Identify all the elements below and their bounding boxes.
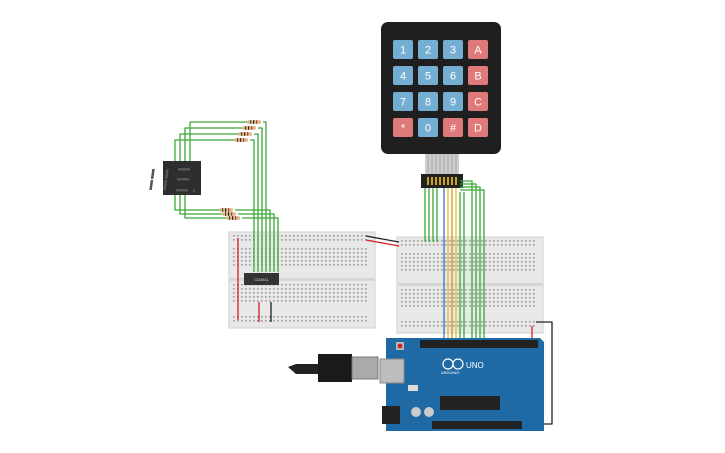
key-label: D (474, 123, 482, 135)
key-label: * (401, 123, 406, 135)
resistor (222, 212, 236, 216)
key-2[interactable]: 2 (418, 40, 438, 59)
keypad-keys: 1 2 3 A 4 5 6 B 7 8 9 C * 0 # D (393, 40, 488, 137)
arduino-uno: ARDUINO UNO (379, 338, 544, 431)
usb-cable (288, 354, 379, 382)
wire-red-bridge (365, 239, 400, 247)
decoder-chip: CD4511 (244, 273, 279, 285)
key-label: C (474, 97, 482, 109)
key-label: 8 (425, 97, 431, 109)
resistor (242, 126, 256, 130)
key-c[interactable]: C (468, 92, 488, 111)
wire-black-bridge (365, 235, 400, 243)
key-3[interactable]: 3 (443, 40, 463, 59)
key-6[interactable]: 6 (443, 66, 463, 85)
decoder-chip-label: CD4511 (254, 277, 269, 282)
key-label: B (474, 71, 481, 83)
key-4[interactable]: 4 (393, 66, 413, 85)
keypad-header-pins (427, 177, 457, 185)
key-7[interactable]: 7 (393, 92, 413, 111)
resistors (219, 120, 261, 220)
key-label: 0 (425, 123, 431, 135)
display-resistor-wires (174, 121, 247, 219)
breadboard-left (228, 231, 376, 329)
key-label: 4 (400, 71, 406, 83)
keypad-ribbon (425, 154, 459, 174)
key-9[interactable]: 9 (443, 92, 463, 111)
keypad: 1 2 3 A 4 5 6 B 7 8 9 C * 0 # D (381, 22, 501, 188)
arduino-model: UNO (466, 361, 484, 370)
key-b[interactable]: B (468, 66, 488, 85)
key-label: 2 (425, 45, 431, 57)
key-1[interactable]: 1 (393, 40, 413, 59)
key-hash[interactable]: # (443, 118, 463, 137)
key-d[interactable]: D (468, 118, 488, 137)
resistor-chip-wires (235, 121, 279, 272)
resistor (226, 216, 240, 220)
resistor (234, 138, 248, 142)
key-a[interactable]: A (468, 40, 488, 59)
key-label: 3 (450, 45, 456, 57)
seven-segment-digit (149, 168, 196, 193)
resistor (219, 208, 233, 212)
key-8[interactable]: 8 (418, 92, 438, 111)
keypad-breadboard-wires (424, 180, 485, 338)
key-label: 6 (450, 71, 456, 83)
keypad-ribbon-lines (427, 154, 457, 174)
seven-segment-display (149, 161, 201, 195)
key-label: A (474, 45, 482, 57)
key-label: # (450, 123, 457, 135)
key-label: 9 (450, 97, 456, 109)
key-label: 1 (400, 45, 406, 57)
key-0[interactable]: 0 (418, 118, 438, 137)
breadboard-right (396, 236, 544, 334)
key-label: 5 (425, 71, 431, 83)
key-label: 7 (400, 97, 406, 109)
key-5[interactable]: 5 (418, 66, 438, 85)
arduino-brand: ARDUINO (441, 370, 459, 375)
resistor (247, 120, 261, 124)
resistor (238, 132, 252, 136)
key-star[interactable]: * (393, 118, 413, 137)
